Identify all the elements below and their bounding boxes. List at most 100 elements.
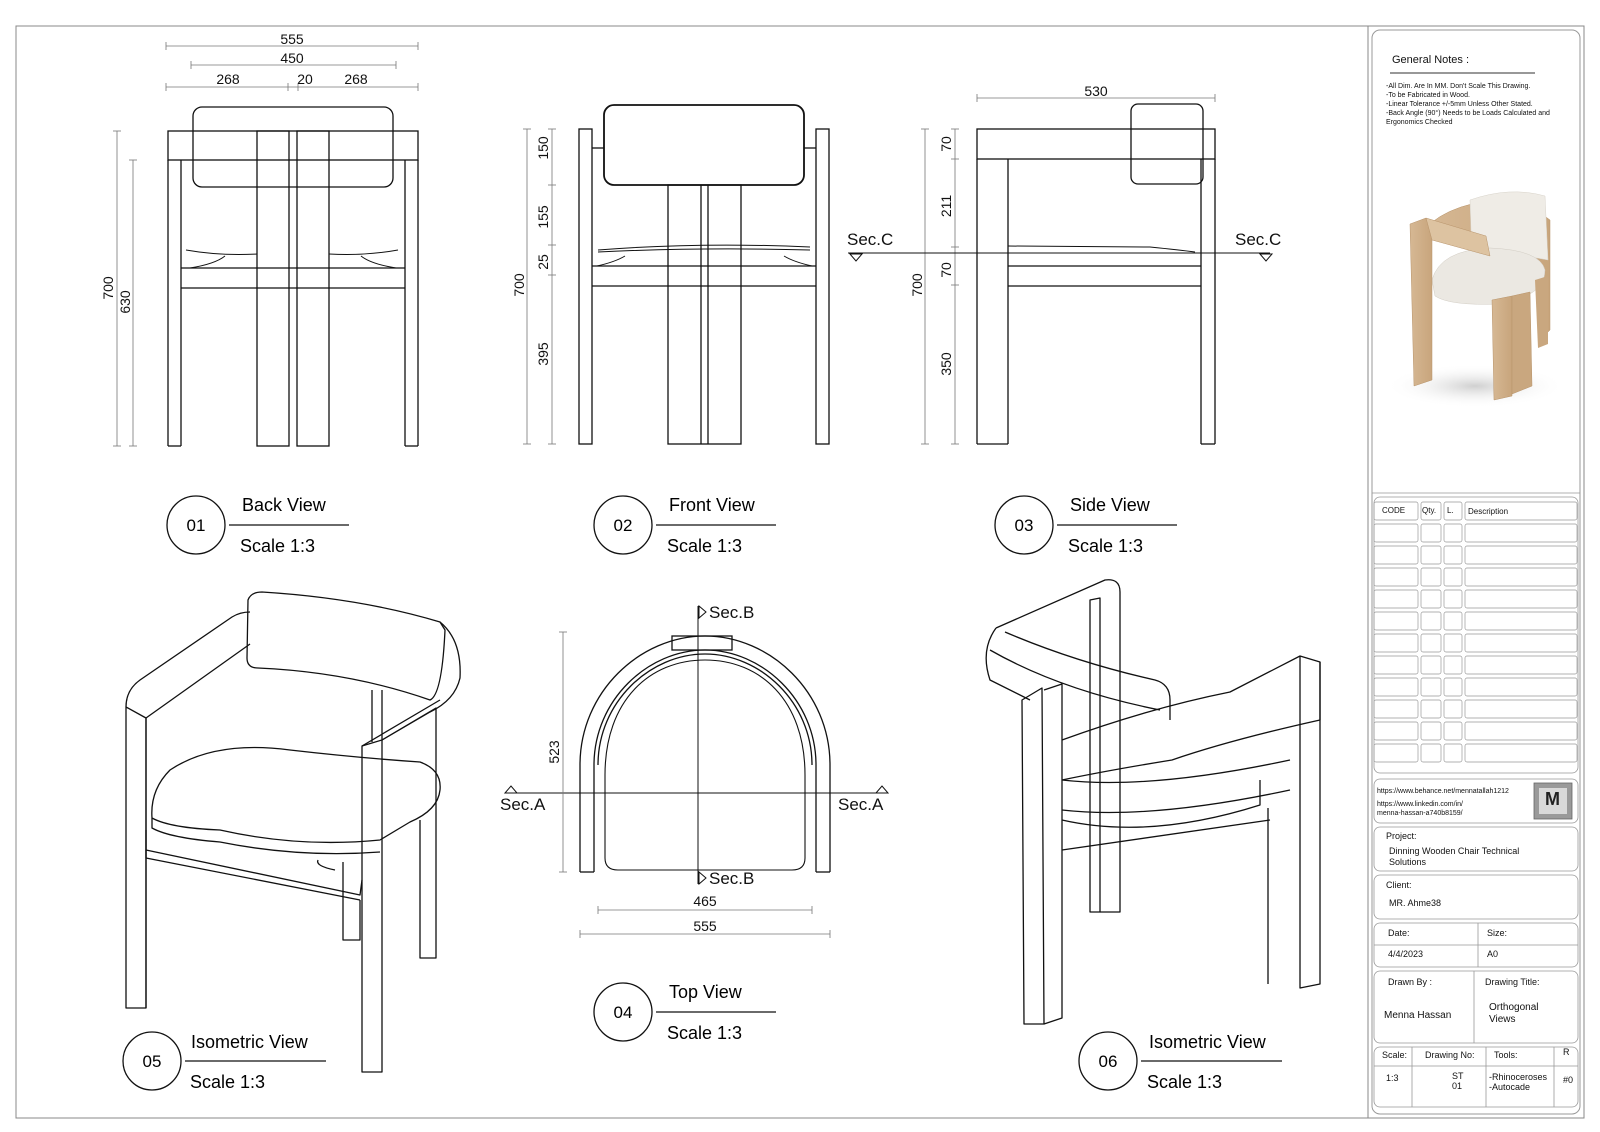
dim-top-465: 465 bbox=[693, 893, 717, 909]
sheet-border bbox=[15, 25, 1585, 1119]
scale-label: Scale: bbox=[1382, 1050, 1408, 1060]
parts-table-cell bbox=[1464, 655, 1578, 675]
dim-back-268-left: 268 bbox=[216, 71, 240, 87]
dim-front-700: 700 bbox=[511, 273, 527, 297]
dim-back-555: 555 bbox=[280, 31, 304, 47]
note-5: Ergonomics Checked bbox=[1386, 119, 1453, 126]
view-scale-side: Scale 1:3 bbox=[1068, 536, 1143, 556]
parts-table-cell bbox=[1420, 699, 1442, 719]
drawing-title-value-line2: Views bbox=[1489, 1014, 1516, 1025]
parts-table-cell bbox=[1373, 677, 1419, 697]
revision-value: #0 bbox=[1563, 1075, 1574, 1085]
top-view-dimension-text: 523 465 555 Sec.A Sec.A Sec.B Sec.B bbox=[500, 603, 884, 934]
dim-back-630: 630 bbox=[117, 290, 133, 314]
parts-table-cell bbox=[1373, 699, 1419, 719]
parts-table-cell bbox=[1420, 589, 1442, 609]
link-linkedin-path[interactable]: menna-hassan-a740b8159/ bbox=[1377, 810, 1463, 817]
front-view-dimension-text: 150 155 25 395 700 bbox=[511, 136, 551, 366]
drawn-by-value: Menna Hassan bbox=[1384, 1010, 1452, 1021]
parts-table-cell bbox=[1420, 677, 1442, 697]
parts-table-cell bbox=[1443, 655, 1463, 675]
view-scale-back: Scale 1:3 bbox=[240, 536, 315, 556]
dim-side-700: 700 bbox=[909, 273, 925, 297]
parts-table-cell bbox=[1464, 545, 1578, 565]
view-label-02: 02 Front View Scale 1:3 bbox=[593, 495, 776, 556]
logo-mark: M bbox=[1545, 789, 1560, 809]
view-title-top: Top View bbox=[669, 982, 743, 1002]
project-value-line2: Solutions bbox=[1389, 857, 1427, 867]
parts-table-cell bbox=[1373, 655, 1419, 675]
view-title-back: Back View bbox=[242, 495, 327, 515]
dim-side-350: 350 bbox=[938, 352, 954, 376]
parts-table-cell bbox=[1464, 589, 1578, 609]
table-header-qty: Qty. bbox=[1422, 506, 1437, 515]
view-scale-iso2: Scale 1:3 bbox=[1147, 1072, 1222, 1092]
drawing-title-label: Drawing Title: bbox=[1485, 977, 1540, 987]
dim-side-70-mid: 70 bbox=[938, 262, 954, 278]
parts-table-cell bbox=[1443, 633, 1463, 653]
dim-front-150: 150 bbox=[535, 136, 551, 160]
dim-back-700: 700 bbox=[100, 276, 116, 300]
view-label-06: 06 Isometric View Scale 1:3 bbox=[1078, 1031, 1282, 1092]
parts-table-cell bbox=[1420, 655, 1442, 675]
drawing-no-value-line1: ST bbox=[1452, 1071, 1464, 1081]
parts-table-cell bbox=[1420, 611, 1442, 631]
client-label: Client: bbox=[1386, 880, 1412, 890]
date-label: Date: bbox=[1388, 928, 1410, 938]
parts-table-cell bbox=[1443, 567, 1463, 587]
top-view-dimension-lines bbox=[559, 631, 831, 938]
client-value: MR. Ahme38 bbox=[1389, 898, 1442, 908]
link-behance[interactable]: https://www.behance.net/mennatallah1212 bbox=[1377, 788, 1509, 795]
parts-table-cell bbox=[1443, 589, 1463, 609]
project-value-line1: Dinning Wooden Chair Technical bbox=[1389, 846, 1520, 856]
tools-label: Tools: bbox=[1494, 1050, 1518, 1060]
view-number-06: 06 bbox=[1099, 1052, 1118, 1071]
parts-table-cell bbox=[1420, 633, 1442, 653]
parts-table-cell bbox=[1443, 545, 1463, 565]
parts-table-cell bbox=[1464, 567, 1578, 587]
view-number-03: 03 bbox=[1015, 516, 1034, 535]
side-view-dimension-lines bbox=[921, 94, 1216, 445]
back-view-dimension-text: 555 450 268 20 268 700 630 bbox=[100, 31, 368, 314]
drawing-no-label: Drawing No: bbox=[1425, 1050, 1475, 1060]
parts-table-cell bbox=[1464, 611, 1578, 631]
dim-front-155: 155 bbox=[535, 205, 551, 229]
scale-value: 1:3 bbox=[1386, 1073, 1399, 1083]
view-label-05: 05 Isometric View Scale 1:3 bbox=[122, 1031, 326, 1092]
note-2: -To be Fabricated in Wood. bbox=[1386, 92, 1470, 99]
parts-table-cell bbox=[1464, 677, 1578, 697]
title-block-frame bbox=[1371, 29, 1581, 1115]
parts-table-cell bbox=[1464, 721, 1578, 741]
view-number-02: 02 bbox=[614, 516, 633, 535]
parts-table-cell bbox=[1443, 699, 1463, 719]
back-view-drawing bbox=[167, 106, 419, 447]
parts-table-cell bbox=[1464, 699, 1578, 719]
parts-table-cell bbox=[1420, 545, 1442, 565]
size-value: A0 bbox=[1487, 949, 1499, 959]
view-label-01: 01 Back View Scale 1:3 bbox=[166, 495, 349, 556]
parts-table-cell bbox=[1464, 743, 1578, 763]
tools-value-line2: -Autocade bbox=[1489, 1082, 1531, 1092]
view-scale-front: Scale 1:3 bbox=[667, 536, 742, 556]
dim-front-395: 395 bbox=[535, 342, 551, 366]
tools-value-line1: -Rhinoceroses bbox=[1489, 1072, 1548, 1082]
view-label-03: 03 Side View Scale 1:3 bbox=[994, 495, 1177, 556]
parts-table-cell bbox=[1464, 633, 1578, 653]
parts-table-cell bbox=[1443, 523, 1463, 543]
view-number-04: 04 bbox=[614, 1003, 633, 1022]
dim-top-523: 523 bbox=[546, 740, 562, 764]
drawing-title-value-line1: Orthogonal bbox=[1489, 1002, 1539, 1013]
link-linkedin[interactable]: https://www.linkedin.com/in/ bbox=[1377, 801, 1463, 808]
parts-table-cell bbox=[1443, 677, 1463, 697]
parts-table-cell bbox=[1373, 611, 1419, 631]
view-number-05: 05 bbox=[143, 1052, 162, 1071]
view-title-iso2: Isometric View bbox=[1149, 1032, 1267, 1052]
side-view-dimension-text: 530 70 211 70 350 700 Sec.C Sec.C bbox=[847, 83, 1281, 376]
table-header-l: L. bbox=[1447, 506, 1454, 515]
side-view-drawing bbox=[976, 103, 1216, 445]
parts-table-cell bbox=[1443, 721, 1463, 741]
parts-table-cell bbox=[1420, 523, 1442, 543]
note-1: -All Dim. Are In MM. Don't Scale This Dr… bbox=[1386, 83, 1531, 90]
notes-title: General Notes : bbox=[1392, 54, 1470, 66]
